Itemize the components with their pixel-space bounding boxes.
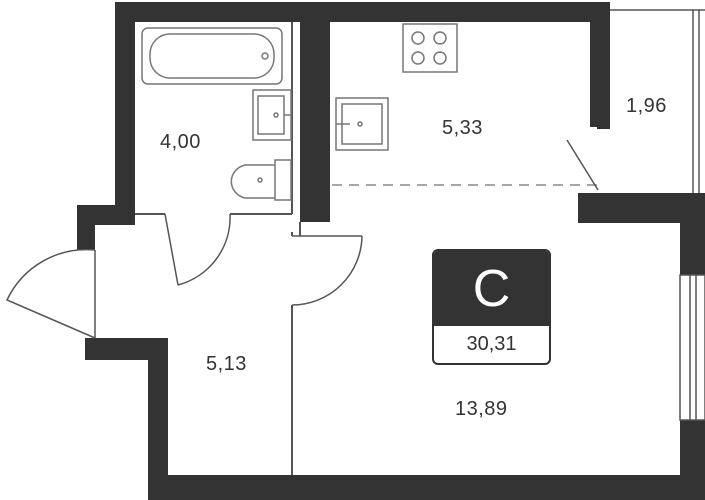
balcony-outline <box>610 9 705 193</box>
window-right <box>679 274 705 421</box>
apartment-type: С <box>434 251 549 326</box>
living-door <box>291 235 363 306</box>
entrance-door <box>5 248 96 339</box>
balcony-area: 1,96 <box>626 95 667 117</box>
kitchen-sink <box>335 97 389 151</box>
bathtub <box>141 27 283 85</box>
balcony-door <box>566 139 599 191</box>
bathroom-sink <box>252 89 292 141</box>
bathroom-area: 4,00 <box>160 131 201 153</box>
wall-right-side <box>680 193 705 275</box>
bathroom-door <box>164 213 231 286</box>
kitchen-area: 5,33 <box>442 117 483 139</box>
partitions <box>135 22 301 475</box>
wall-right-upper <box>590 2 610 127</box>
wall-right-lower <box>680 420 705 500</box>
apartment-badge: С 30,31 <box>432 249 551 365</box>
wall-right-upper-foot <box>597 120 610 129</box>
total-area: 30,31 <box>466 333 517 355</box>
ventilation-shaft <box>300 22 330 222</box>
wall-hall-lower <box>85 338 168 360</box>
stove <box>402 23 458 73</box>
hallway-area: 5,13 <box>206 353 247 375</box>
wall-top <box>115 2 610 22</box>
wall-hall-upper-stub <box>77 205 95 250</box>
wall-left-lower <box>148 338 168 498</box>
wall-left-bath <box>115 2 135 212</box>
wall-bottom <box>148 475 705 500</box>
doors <box>5 139 599 339</box>
toilet <box>230 159 292 201</box>
living-area: 13,89 <box>455 398 508 420</box>
walls <box>77 2 705 500</box>
